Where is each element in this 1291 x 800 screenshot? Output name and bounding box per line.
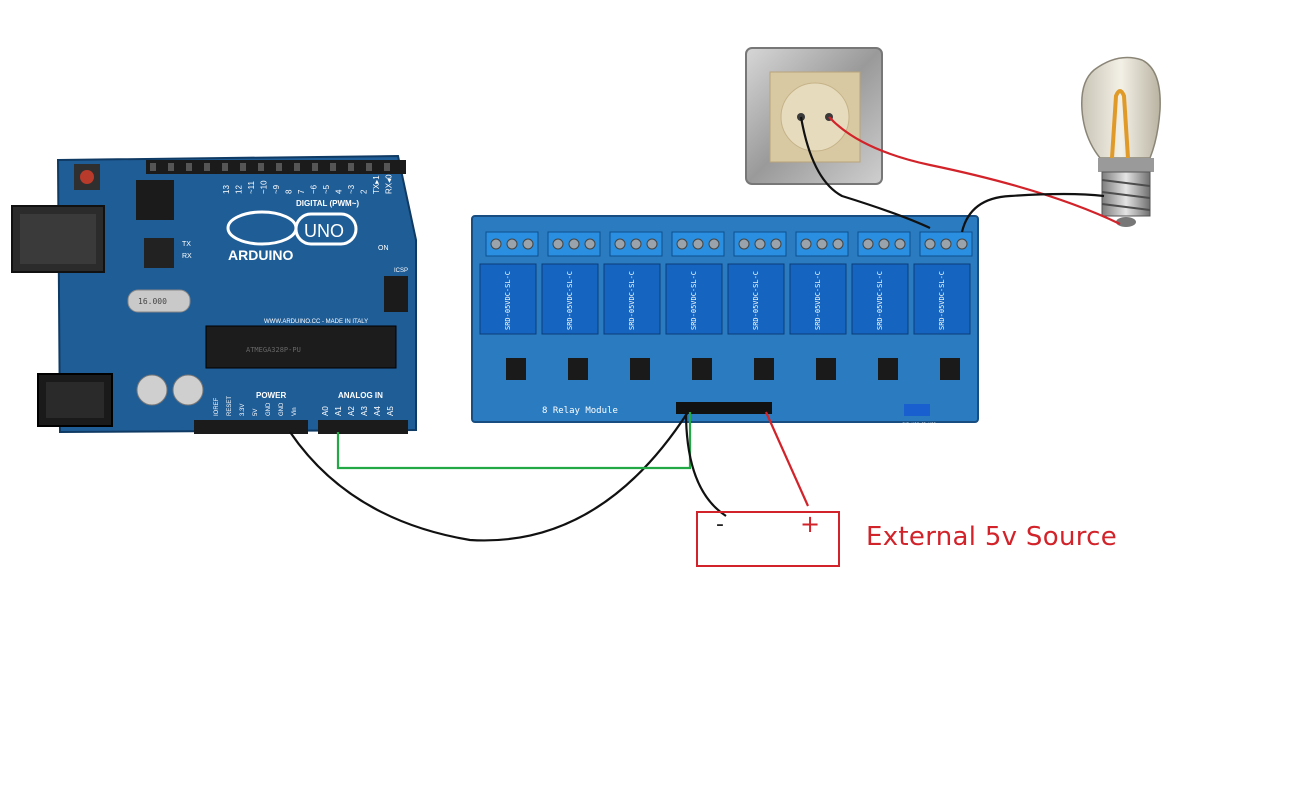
relay-unit: SRD-05VDC-SL-C	[789, 231, 849, 380]
digital-pin-label: ~5	[322, 184, 331, 194]
relay-unit: SRD-05VDC-SL-C	[479, 231, 539, 380]
light-bulb	[1081, 56, 1161, 227]
external-minus-terminal: -	[716, 512, 724, 537]
relay-module: SRD-05VDC-SL-C SRD-05VDC-SL-C SRD-05VDC-SL…	[471, 215, 979, 423]
power-pin-label: GND	[266, 402, 272, 416]
analog-pin-label: A0	[321, 406, 330, 416]
digital-pin-label: 7	[297, 189, 306, 194]
digital-pin-label: TX▸1	[372, 175, 381, 194]
analog-pin-label: A5	[386, 406, 395, 416]
digital-pin-label: 4	[335, 189, 344, 194]
icsp-label: ICSP	[394, 268, 408, 274]
analog-pin-label: A4	[373, 406, 382, 416]
rx-label: RX	[182, 253, 192, 260]
digital-pin-label: ~6	[310, 184, 319, 194]
tx-label: TX	[182, 241, 191, 248]
external-source-label: External 5v Source	[866, 522, 1118, 552]
relay-unit: SRD-05VDC-SL-C	[851, 231, 911, 380]
digital-header-label: DIGITAL (PWM~)	[296, 199, 359, 208]
external-plus-terminal: +	[800, 510, 821, 538]
power-pin-label: IOREF	[214, 397, 220, 416]
wire-arduino-signal	[336, 412, 692, 470]
arduino-brand: ARDUINO	[228, 247, 293, 263]
wire-socket-to-bulb	[828, 116, 1121, 225]
wire-ext-minus	[684, 411, 727, 517]
power-pin-label: Vin	[292, 407, 298, 416]
analog-label: ANALOG IN	[338, 391, 383, 400]
power-pin-label: 5V	[253, 409, 259, 416]
wire-ext-plus	[764, 411, 810, 507]
external-source-box	[696, 511, 840, 567]
relay-module-title: 8 Relay Module	[542, 406, 618, 416]
power-pin-labels: IOREF RESET 3.3V 5V GND GND Vin	[214, 396, 298, 416]
power-pin-label: RESET	[227, 396, 233, 416]
digital-pin-label: 2	[360, 189, 369, 194]
wire-socket-to-relay	[799, 116, 931, 229]
chip-text: ATMEGA328P-PU	[246, 346, 301, 354]
wall-socket	[745, 47, 883, 185]
digital-pin-label: RX◂0	[385, 174, 394, 194]
digital-pin-label: 13	[222, 185, 231, 194]
power-pin-label: 3.3V	[240, 404, 246, 416]
relay-unit: SRD-05VDC-SL-C	[727, 231, 787, 380]
relay-model-text: SRD-05VDC-SL-C	[938, 271, 946, 330]
analog-pin-labels: A0 A1 A2 A3 A4 A5	[321, 406, 395, 416]
digital-pin-label: ~3	[347, 184, 356, 194]
power-pin-label: GND	[279, 402, 285, 416]
digital-pin-label: ~9	[272, 184, 281, 194]
analog-pin-label: A2	[347, 406, 356, 416]
arduino-website: WWW.ARDUINO.CC - MADE IN ITALY	[264, 319, 368, 325]
arduino-uno-board	[11, 154, 417, 434]
relay-unit: SRD-05VDC-SL-C	[913, 231, 973, 380]
relay-model-text: SRD-05VDC-SL-C	[814, 271, 822, 330]
power-label: POWER	[256, 391, 286, 400]
relay-jumper-label: GND VCC JD-VCC	[902, 422, 936, 427]
analog-pin-label: A1	[334, 406, 343, 416]
crystal-text: 16.000	[138, 297, 167, 306]
analog-pin-label: A3	[360, 406, 369, 416]
wire-arduino-gnd	[289, 411, 689, 542]
on-label: ON	[378, 245, 389, 252]
digital-pin-label: ~10	[260, 180, 269, 194]
relay-model-text: SRD-05VDC-SL-C	[876, 271, 884, 330]
relay-model-text: SRD-05VDC-SL-C	[752, 271, 760, 330]
digital-pin-label: ~11	[247, 180, 256, 194]
relay-unit: SRD-05VDC-SL-C	[541, 231, 601, 380]
relay-unit: SRD-05VDC-SL-C	[603, 231, 663, 380]
wire-relay-to-bulb	[960, 192, 1105, 233]
digital-pin-label: 8	[285, 189, 294, 194]
relay-model-text: SRD-05VDC-SL-C	[504, 271, 512, 330]
digital-pin-label: 12	[235, 185, 244, 194]
arduino-model: UNO	[304, 221, 344, 241]
relay-model-text: SRD-05VDC-SL-C	[628, 271, 636, 330]
relay-model-text: SRD-05VDC-SL-C	[566, 271, 574, 330]
relay-model-text: SRD-05VDC-SL-C	[690, 271, 698, 330]
relay-unit: SRD-05VDC-SL-C	[665, 231, 725, 380]
